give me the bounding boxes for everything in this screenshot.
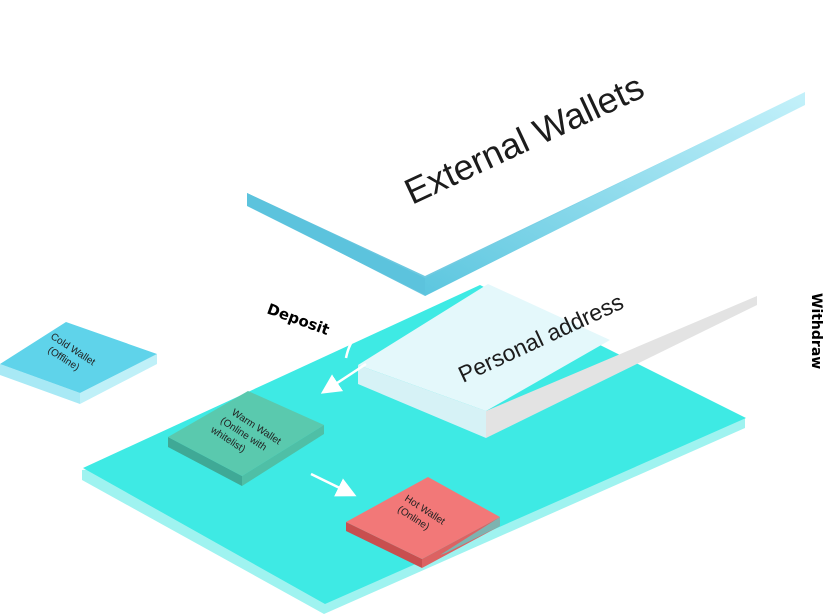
cold-wallet-block [0, 322, 157, 404]
platform-top [83, 285, 746, 604]
warm-wallet-block [168, 391, 324, 486]
external-wallets-bar [247, 92, 805, 296]
deposit-arrow [344, 317, 383, 359]
withdraw-label: Withdraw [808, 293, 824, 369]
deposit-label: Deposit [265, 300, 332, 339]
personal-to-warm-arrow [320, 362, 367, 394]
warm-to-hot-arrow [310, 472, 357, 497]
hot-wallet-block [346, 477, 500, 568]
personal-address-block [358, 284, 757, 438]
